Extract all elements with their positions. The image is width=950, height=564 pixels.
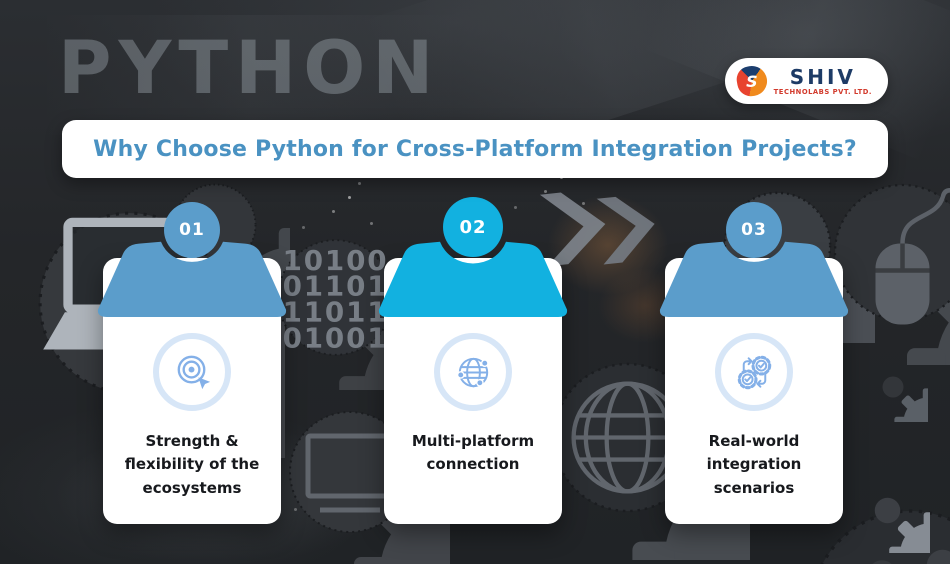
step-number-badge: 01 bbox=[164, 202, 220, 258]
gear-icon: 10100 01101 11011 01001 bbox=[277, 239, 428, 390]
gear-icon bbox=[872, 560, 892, 564]
globe-network-icon bbox=[456, 357, 489, 387]
card-strength-flexibility: 01 Strength & flexibility of the ecosyst… bbox=[97, 197, 287, 524]
logo-tagline: TECHNOLABS PVT. LTD. bbox=[773, 87, 872, 96]
target-arrow-icon bbox=[177, 355, 210, 389]
card-icon-ring bbox=[715, 333, 793, 411]
page-title: Why Choose Python for Cross-Platform Int… bbox=[93, 136, 857, 162]
gear-icon bbox=[882, 376, 928, 422]
card-label: Strength & flexibility of the ecosystems bbox=[124, 432, 260, 497]
svg-text:01101: 01101 bbox=[283, 270, 389, 303]
step-number-badge: 03 bbox=[726, 202, 782, 258]
step-number: 03 bbox=[741, 220, 767, 240]
step-number: 01 bbox=[179, 220, 205, 240]
shiv-logo-icon: S bbox=[734, 63, 770, 99]
logo-name: SHIV bbox=[789, 64, 856, 89]
logo-shiv-technolabs: S SHIV TECHNOLABS PVT. LTD. bbox=[724, 58, 888, 104]
binary-code: 10100 01101 11011 01001 bbox=[283, 244, 389, 355]
card-shoulders-shape bbox=[659, 241, 849, 317]
gear-icon bbox=[874, 497, 930, 553]
card-icon-ring bbox=[153, 333, 231, 411]
card-real-world-integration: 03 Real-world integration scenarios bbox=[659, 197, 849, 524]
card-icon-ring bbox=[434, 333, 512, 411]
mouse-icon bbox=[875, 188, 950, 325]
gears-sync-icon bbox=[737, 355, 771, 389]
card-multi-platform: 02 Multi-platform connection bbox=[378, 197, 568, 524]
gear-icon bbox=[833, 183, 950, 365]
svg-text:01001: 01001 bbox=[283, 321, 389, 354]
card-label: Multi-platform connection bbox=[411, 432, 535, 474]
chevron-arrows-icon bbox=[539, 192, 655, 267]
svg-text:10100: 10100 bbox=[283, 244, 389, 277]
card-shoulders-shape bbox=[378, 241, 568, 317]
speckle-dots bbox=[348, 196, 351, 199]
watermark-python: PYTHON bbox=[58, 26, 441, 111]
card-label: Real-world integration scenarios bbox=[706, 432, 802, 497]
gear-icon bbox=[926, 549, 950, 564]
title-banner: Why Choose Python for Cross-Platform Int… bbox=[62, 120, 888, 178]
step-number-badge: 02 bbox=[443, 197, 503, 257]
step-number: 02 bbox=[459, 216, 487, 238]
svg-text:11011: 11011 bbox=[283, 296, 389, 329]
card-shoulders-shape bbox=[97, 241, 287, 317]
